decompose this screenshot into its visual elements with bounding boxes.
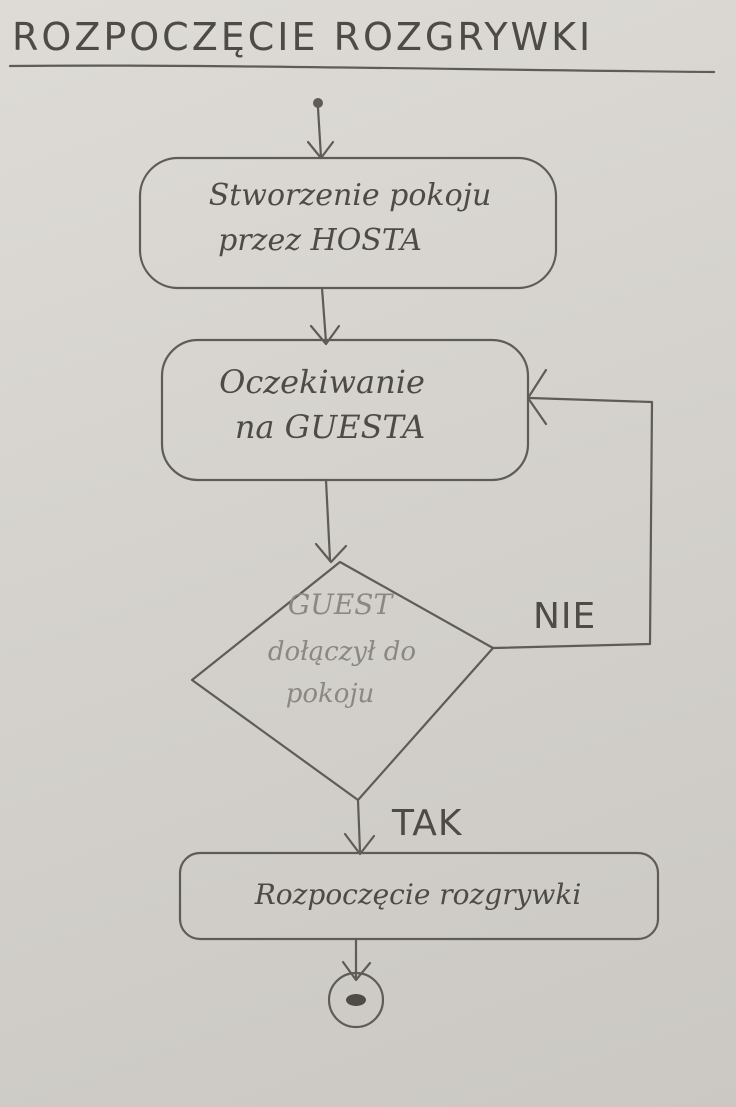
end-node-ring: [327, 971, 385, 1029]
edge-create-to-wait: [320, 286, 328, 344]
edge-no-loop: [491, 396, 654, 650]
wait-guest-line1: Oczekiwanie: [219, 363, 425, 401]
arrowhead-decision: [314, 542, 348, 564]
decision-line1: GUEST: [288, 588, 395, 621]
edge-yes: [356, 798, 362, 854]
start-node: [313, 98, 323, 108]
end-node-dot: [346, 994, 366, 1006]
create-room-line2: przez HOSTA: [218, 223, 422, 258]
edge-label-no: NIE: [533, 596, 596, 637]
decision-line3: pokoju: [286, 679, 375, 709]
create-room-box: [138, 156, 558, 290]
start-game-label: Rozpoczęcie rozgrywki: [254, 878, 582, 911]
wait-guest-line2: na GUESTA: [235, 408, 425, 446]
diagram-title: ROZPOCZĘCIE ROZGRYWKI: [12, 15, 593, 59]
edge-wait-to-decision: [324, 478, 332, 562]
title-underline: [8, 64, 716, 74]
edge-label-yes: TAK: [391, 803, 463, 844]
edge-start-to-create: [316, 106, 323, 159]
start-game-box: [178, 851, 660, 941]
arrowhead-wait: [309, 324, 341, 346]
decision-line2: dołączył do: [268, 637, 416, 667]
create-room-line1: Stworzenie pokoju: [209, 178, 492, 213]
wait-guest-box: [160, 338, 530, 482]
arrowhead-end: [341, 960, 372, 982]
arrowhead-loop-back: [526, 368, 548, 426]
